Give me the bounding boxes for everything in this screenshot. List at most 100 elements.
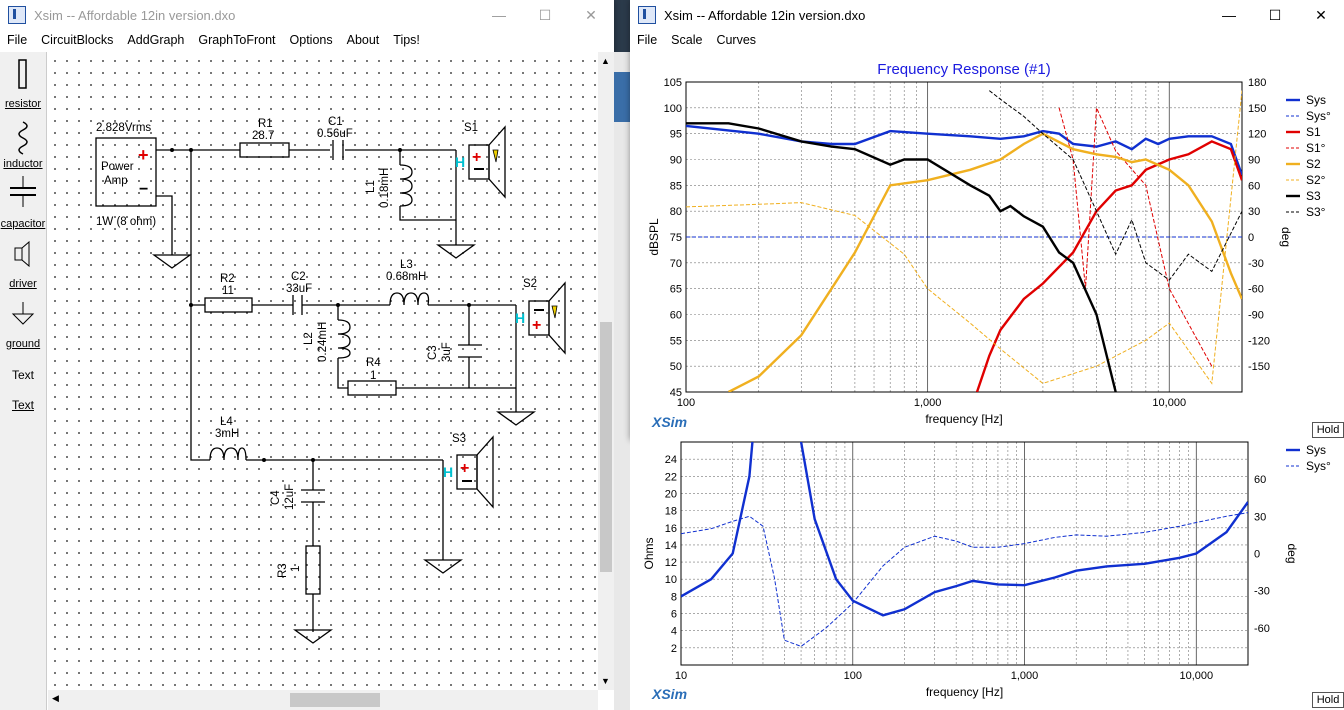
- c4-value: 12uF: [284, 484, 296, 510]
- tool-capacitor[interactable]: capacitor: [0, 218, 46, 230]
- l1-value: 0.18mH: [379, 168, 391, 208]
- svg-text:H: H: [455, 154, 465, 170]
- minimize-icon[interactable]: —: [1222, 7, 1236, 23]
- svg-text:H: H: [515, 310, 525, 326]
- scroll-up-icon[interactable]: ▲: [601, 56, 610, 66]
- source-rating-label: 1W (8 ohm): [96, 216, 156, 228]
- y-tick-label: 45: [670, 387, 682, 399]
- y-tick-label: 100: [664, 103, 682, 115]
- r2-value: 11: [222, 285, 234, 297]
- resistor-r2[interactable]: [204, 297, 253, 313]
- y-tick-label: 18: [665, 506, 677, 518]
- driver-s1[interactable]: H +: [455, 125, 506, 199]
- legend-entry: S1°: [1306, 141, 1326, 155]
- source-plus-sign: +: [138, 145, 149, 165]
- tool-ground[interactable]: ground: [5, 338, 41, 350]
- c2-name: C2: [291, 271, 306, 283]
- y-tick-label: 4: [671, 626, 677, 638]
- menu-curves[interactable]: Curves: [716, 33, 757, 47]
- resistor-tool-icon: [18, 59, 27, 89]
- menu-file[interactable]: File: [7, 33, 28, 47]
- xsim-logo: XSim: [652, 686, 688, 702]
- x-tick-label: 10,000: [1179, 670, 1213, 682]
- schematic-wires: [156, 149, 517, 632]
- y2-tick-label: -90: [1248, 310, 1264, 322]
- schematic-window: Xsim -- Affordable 12in version.dxo — ☐ …: [0, 0, 614, 710]
- menu-tips[interactable]: Tips!: [393, 33, 420, 47]
- resistor-r4[interactable]: [347, 380, 397, 396]
- scroll-down-icon[interactable]: ▼: [601, 676, 610, 686]
- l4-value: 3mH: [215, 428, 239, 440]
- close-icon[interactable]: ✕: [585, 6, 597, 23]
- schematic-canvas[interactable]: 2.828Vrms Power Amp + − 1W (8 ohm): [48, 52, 596, 690]
- freq-titlebar: Xsim -- Affordable 12in version.dxo — ☐ …: [630, 0, 1344, 30]
- driver-s3[interactable]: H +: [443, 435, 494, 509]
- capacitor-c4[interactable]: [301, 489, 325, 503]
- series-group: [681, 442, 1248, 647]
- menu-circuitblocks[interactable]: CircuitBlocks: [41, 33, 114, 47]
- source-minus-sign: −: [139, 181, 148, 198]
- close-icon[interactable]: ✕: [1315, 6, 1327, 23]
- capacitor-tool-icon: [10, 176, 36, 207]
- svg-text:+: +: [472, 149, 481, 166]
- inductor-l4[interactable]: [209, 447, 247, 461]
- hold-button[interactable]: Hold: [1312, 692, 1344, 708]
- l4-name: L4: [220, 416, 233, 428]
- tool-driver[interactable]: driver: [9, 278, 37, 290]
- xsim-app-icon: [8, 6, 26, 24]
- y-tick-label: 8: [671, 591, 677, 603]
- tool-text[interactable]: Text: [11, 398, 34, 412]
- y-tick-label: 24: [665, 454, 677, 466]
- ground-symbols: [151, 244, 537, 644]
- l2-name: L2: [303, 332, 315, 345]
- menu-graphtofront[interactable]: GraphToFront: [198, 33, 276, 47]
- y-tick-label: 85: [670, 180, 682, 192]
- y2-tick-label: -30: [1254, 586, 1270, 598]
- horizontal-scrollbar[interactable]: ◀: [48, 690, 598, 710]
- component-toolbox: resistor inductor capacitor driver groun…: [0, 52, 47, 710]
- freq-menubar: File Scale Curves: [630, 30, 1344, 50]
- inductor-l2[interactable]: [337, 319, 351, 359]
- y2-tick-label: -60: [1248, 284, 1264, 296]
- menu-options[interactable]: Options: [289, 33, 333, 47]
- tool-text-plain[interactable]: Text: [11, 368, 34, 382]
- legend-entry: Sys: [1306, 93, 1326, 107]
- tool-resistor[interactable]: resistor: [4, 98, 42, 110]
- y2-tick-label: 150: [1248, 103, 1266, 115]
- y-tick-label: 20: [665, 488, 677, 500]
- driver-s2[interactable]: H +: [515, 281, 566, 355]
- inductor-l3[interactable]: [389, 292, 430, 306]
- capacitor-c3[interactable]: [458, 344, 482, 358]
- y-tick-label: 65: [670, 284, 682, 296]
- y2-axis-label: deg: [1285, 543, 1299, 563]
- vertical-scroll-thumb[interactable]: [600, 322, 612, 572]
- y-tick-label: 50: [670, 361, 682, 373]
- minimize-icon[interactable]: —: [492, 7, 506, 23]
- inductor-l1[interactable]: [399, 164, 413, 207]
- hold-button[interactable]: Hold: [1312, 422, 1344, 438]
- y-tick-label: 2: [671, 643, 677, 655]
- svg-text:+: +: [460, 460, 469, 477]
- frequency-response-chart[interactable]: 4550556065707580859095100105-150-120-90-…: [630, 50, 1344, 440]
- resistor-r3[interactable]: [305, 545, 321, 595]
- scroll-left-icon[interactable]: ◀: [52, 693, 59, 703]
- menu-scale[interactable]: Scale: [671, 33, 703, 47]
- horizontal-scroll-thumb[interactable]: [290, 693, 380, 707]
- svg-text:+: +: [532, 317, 541, 334]
- menu-about[interactable]: About: [346, 33, 380, 47]
- tool-inductor[interactable]: inductor: [3, 158, 43, 170]
- capacitor-c2[interactable]: [292, 295, 303, 315]
- legend-entry: S1: [1306, 125, 1321, 139]
- legend-entry: S2: [1306, 157, 1321, 171]
- maximize-icon[interactable]: ☐: [1268, 6, 1282, 23]
- capacitor-c1[interactable]: [332, 140, 344, 160]
- maximize-icon[interactable]: ☐: [538, 6, 552, 23]
- y2-tick-label: 60: [1248, 180, 1260, 192]
- resistor-r1[interactable]: [239, 142, 290, 158]
- xsim-logo: XSim: [652, 414, 688, 430]
- menu-file[interactable]: File: [637, 33, 658, 47]
- vertical-scrollbar[interactable]: ▲ ▼: [598, 52, 614, 690]
- power-amp-block[interactable]: 2.828Vrms Power Amp + − 1W (8 ohm): [95, 122, 157, 228]
- menu-addgraph[interactable]: AddGraph: [127, 33, 185, 47]
